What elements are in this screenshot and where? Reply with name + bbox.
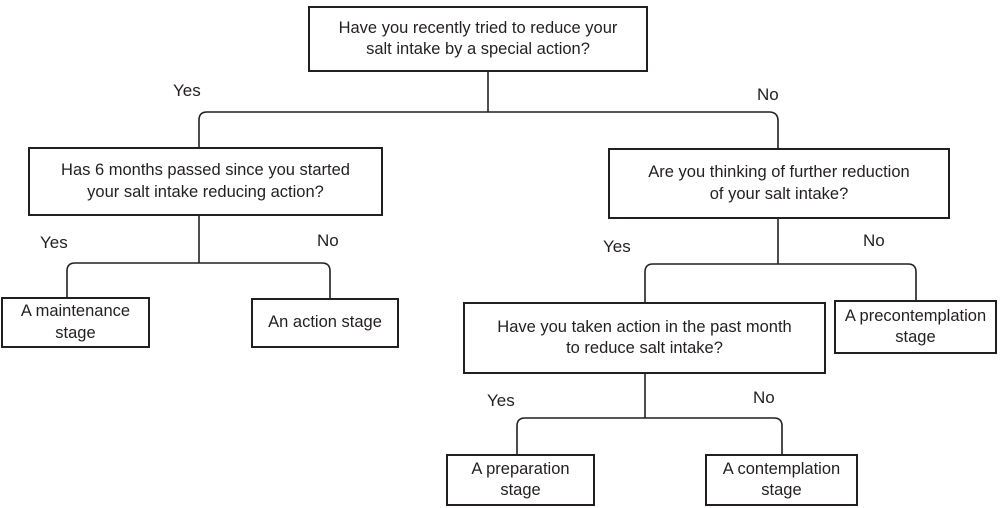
branch-label-past-month-no: No [753, 388, 775, 407]
branch-label-past-month-yes: Yes [487, 391, 515, 410]
branch-label-further-yes: Yes [603, 237, 631, 256]
node-precontemplation-stage: A precontemplation stage [834, 300, 997, 354]
branch-label-root-yes: Yes [173, 81, 201, 100]
node-action-stage: An action stage [251, 298, 399, 348]
branch-label-further-no: No [863, 231, 885, 250]
node-maintenance-stage: A maintenance stage [1, 297, 150, 348]
node-preparation-stage: A preparation stage [446, 454, 595, 506]
connector-six-months-split [66, 262, 331, 298]
connector-further-split [644, 263, 917, 302]
node-past-month-question: Have you taken action in the past month … [463, 302, 826, 374]
node-root-question: Have you recently tried to reduce your s… [308, 6, 648, 72]
branch-label-root-no: No [757, 85, 779, 104]
node-further-reduction-question: Are you thinking of further reduction of… [608, 148, 950, 219]
branch-label-six-months-no: No [317, 231, 339, 250]
node-six-months-question: Has 6 months passed since you started yo… [28, 147, 383, 216]
connector-past-month-split [516, 417, 783, 454]
node-contemplation-stage: A contemplation stage [705, 454, 858, 506]
branch-label-six-months-yes: Yes [40, 233, 68, 252]
connector-root-split [198, 111, 779, 148]
